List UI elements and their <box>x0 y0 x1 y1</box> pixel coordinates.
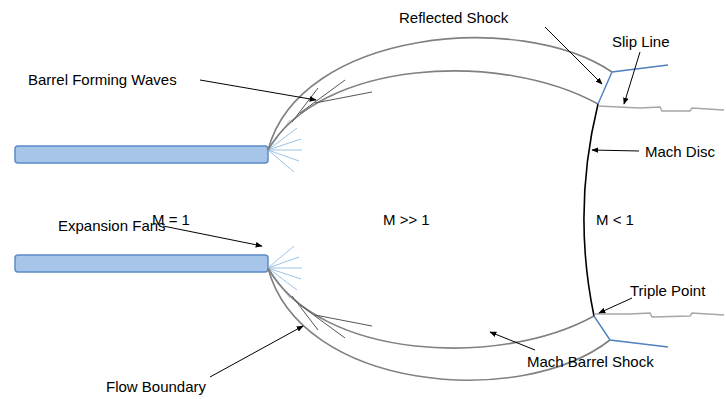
part-label: Triple Point <box>630 282 705 299</box>
part-label: Mach Disc <box>645 143 715 160</box>
barrel-shock <box>268 71 598 348</box>
mach-label: M < 1 <box>596 211 634 228</box>
nozzle-wall <box>15 255 268 272</box>
part-label: Mach Barrel Shock <box>527 353 654 370</box>
nozzle-wall <box>15 146 268 163</box>
expansion-fan <box>268 120 302 298</box>
barrel-forming-wave <box>292 80 372 338</box>
part-label: Flow Boundary <box>106 378 206 395</box>
leader-arrow <box>163 27 640 377</box>
part-label: Expansion Fans <box>58 217 166 234</box>
part-label: Barrel Forming Waves <box>28 71 177 88</box>
part-label: Reflected Shock <box>399 9 508 26</box>
mach-label: M >> 1 <box>383 211 430 228</box>
slip-line <box>594 106 724 317</box>
mach-disc <box>584 104 598 316</box>
part-label: Slip Line <box>612 33 670 50</box>
flow-boundary <box>268 38 612 380</box>
